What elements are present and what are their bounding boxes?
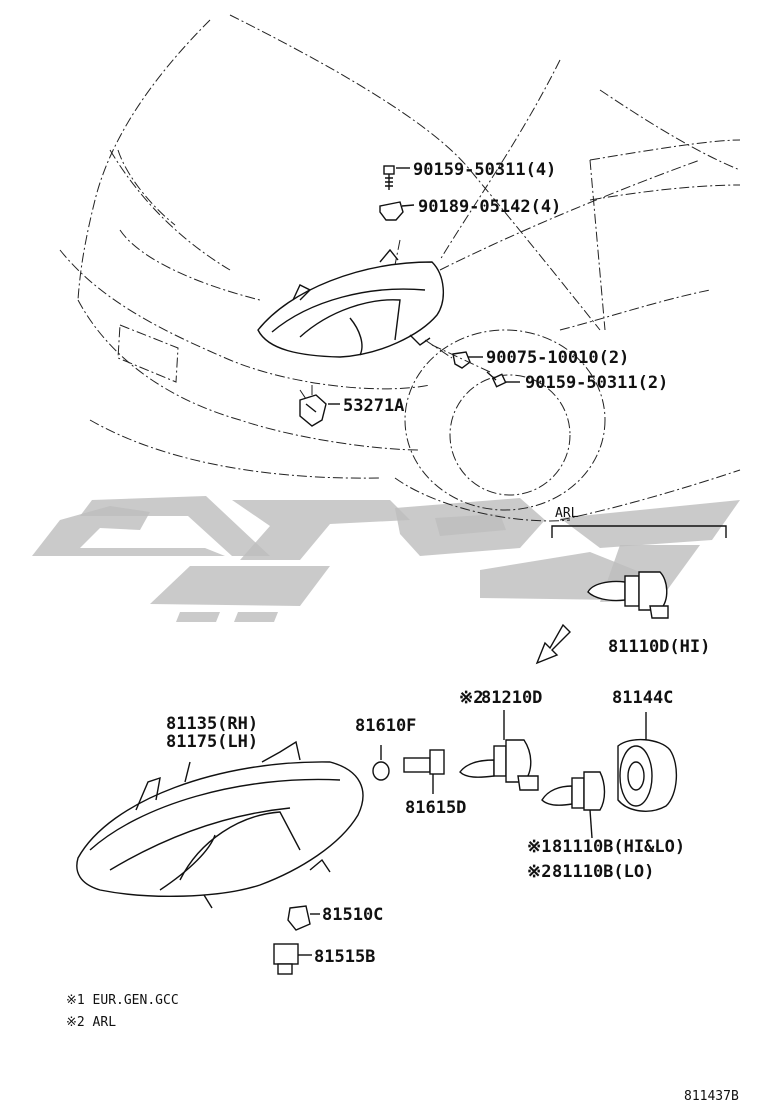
label-socket-marker: ※2 (459, 688, 483, 708)
label-socket: 81210D (481, 688, 542, 708)
label-bulb-lo: 81110B(LO) (552, 862, 654, 882)
bulb-hi (587, 571, 669, 619)
side-socket (403, 749, 445, 794)
label-arl: ARL (555, 506, 579, 521)
headlamp-installed (257, 248, 444, 358)
label-small-socket: 81515B (314, 947, 375, 967)
diagram-id: 811437B (684, 1089, 739, 1104)
label-bulb-hilo: 81110B(HI&LO) (552, 837, 685, 857)
label-cover: 81144C (612, 688, 673, 708)
label-clip-side: 90075-10010(2) (486, 348, 629, 368)
label-side-bulb: 81610F (355, 716, 416, 736)
side-bulb (372, 745, 390, 781)
label-side-socket: 81615D (405, 798, 466, 818)
bulb-socket (459, 710, 539, 791)
arl-group-bracket (551, 525, 727, 538)
label-clip-top: 90189-05142(4) (418, 197, 561, 217)
label-lamp-lh: 81175(LH) (166, 732, 258, 752)
note-2: ※2 ARL (66, 1015, 116, 1030)
cover-part (617, 712, 678, 812)
label-bulb-lo-marker: ※2 (527, 862, 551, 882)
leader-lamp (184, 761, 191, 783)
label-bulb-hi: 81110D(HI) (608, 637, 710, 657)
small-bulb (287, 905, 320, 931)
label-screw-top: 90159-50311(4) (413, 160, 556, 180)
note-1: ※1 EUR.GEN.GCC (66, 993, 179, 1008)
fastener-clip-side (424, 339, 483, 369)
label-screw-side: 90159-50311(2) (525, 373, 668, 393)
headlamp-assembly (76, 740, 364, 909)
car-body-outline (59, 14, 741, 522)
direction-arrow (535, 623, 571, 665)
fastener-screw-top (383, 165, 410, 190)
label-bulb-hilo-marker: ※1 (527, 837, 551, 857)
label-bracket: 53271A (343, 396, 404, 416)
label-small-bulb: 81510C (322, 905, 383, 925)
bracket-part (299, 385, 340, 427)
fastener-screw-side (431, 344, 520, 388)
small-socket (273, 943, 312, 975)
label-lamp-rh: 81135(RH) (166, 714, 258, 734)
fastener-clip-top (379, 201, 415, 221)
bulb-hilo (541, 771, 606, 839)
